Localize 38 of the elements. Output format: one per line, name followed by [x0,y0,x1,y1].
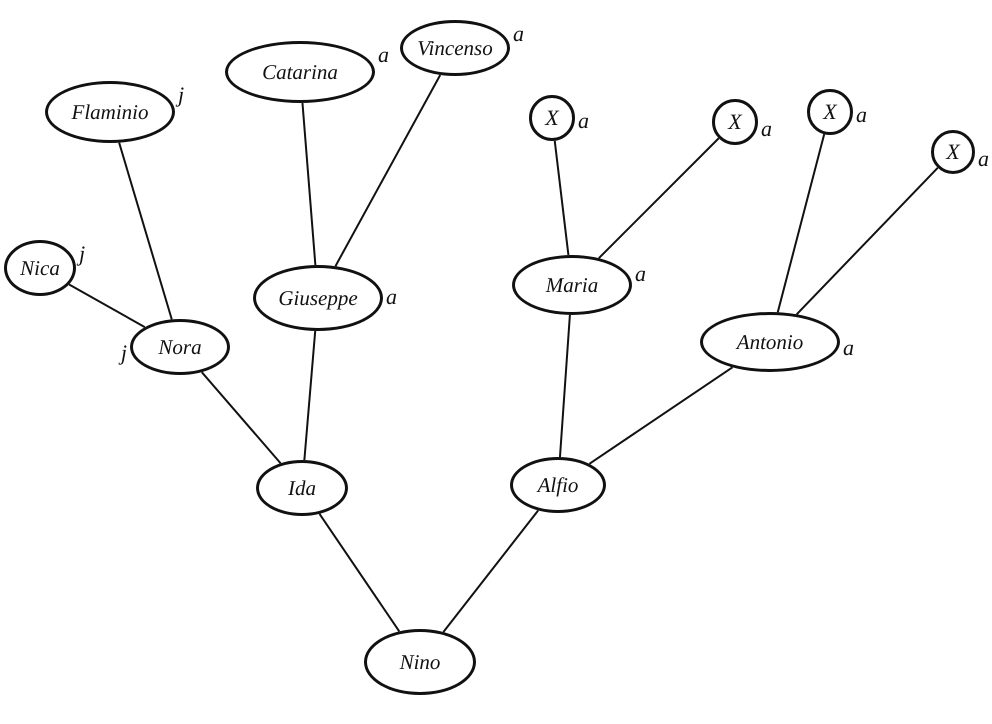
person-name: Alfio [538,472,578,498]
side-mark: j [79,243,86,265]
side-mark: j [178,84,184,106]
side-mark: a [635,263,646,286]
connector-line [558,314,571,458]
connector-line [334,74,442,267]
side-mark: a [856,104,867,126]
person-name: Nino [400,650,440,674]
connector-line [588,366,734,465]
connector-line [318,513,400,632]
connector-line [776,134,826,312]
side-mark: a [386,286,397,308]
side-mark: a [378,44,389,66]
side-mark: a [978,148,989,170]
person-name: X [728,109,742,135]
connector-line [301,102,316,266]
side-mark: a [761,118,772,140]
connector-line [68,284,146,328]
side-mark: j [120,342,127,364]
person-name: Ida [288,476,316,500]
side-mark: a [578,110,589,132]
person-name: X [823,99,837,125]
person-name: X [946,139,960,165]
person-name: Giuseppe [278,286,358,310]
person-name: Nora [158,334,202,360]
connector-line [796,167,938,315]
side-mark: a [843,336,854,359]
connector-line [554,140,570,256]
person-name: Vincenso [417,36,493,60]
person-name: Nica [20,256,60,280]
connector-line [118,142,173,320]
side-mark: a [513,23,524,45]
person-name: X [545,105,559,131]
person-name: Catarina [262,60,338,84]
person-name: Maria [546,272,598,298]
person-name: Flaminio [72,100,148,124]
connector-line [303,330,316,460]
person-name: Antonio [736,330,804,354]
